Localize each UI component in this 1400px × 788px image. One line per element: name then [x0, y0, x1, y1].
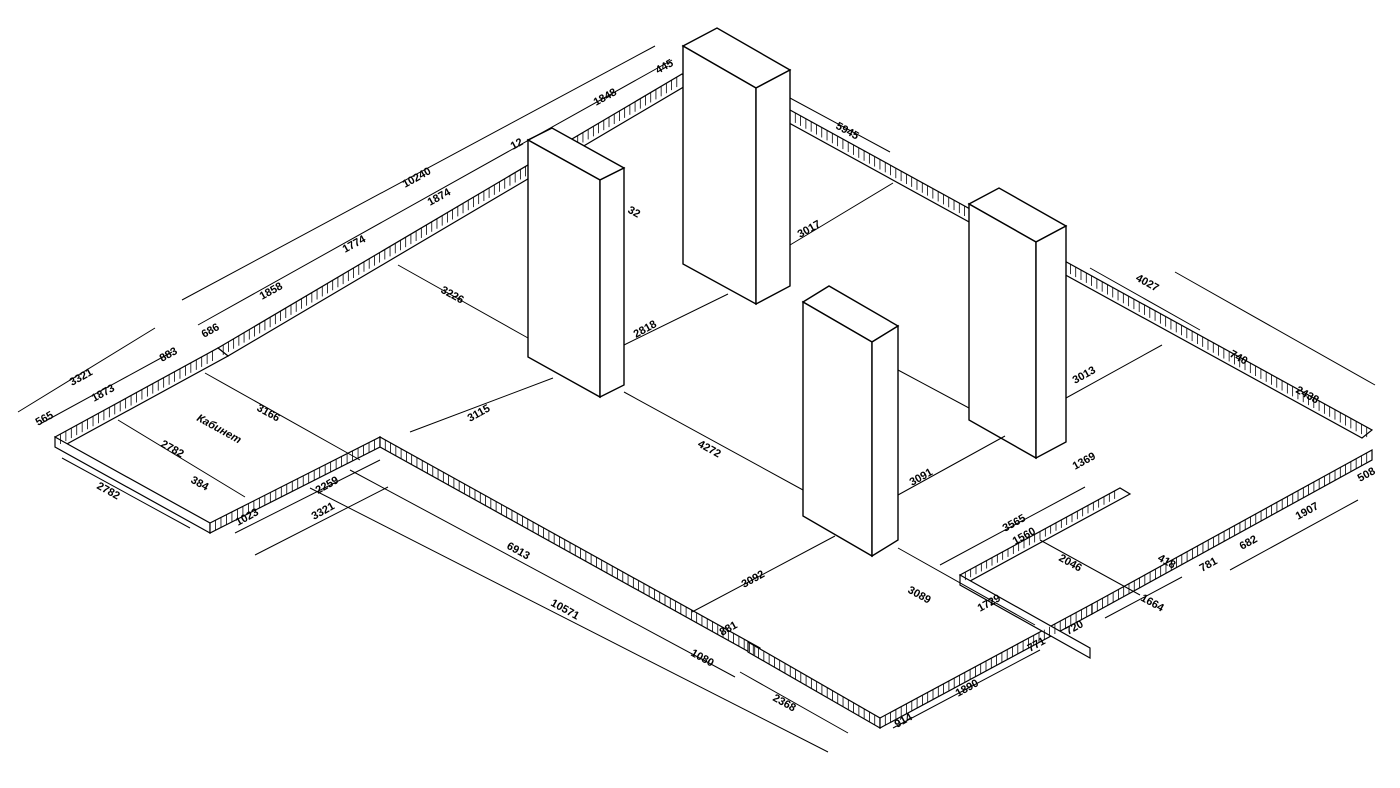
dim-center-a: 3115 [466, 403, 493, 425]
dim-left-seg-2: 883 [158, 345, 180, 364]
dim-br-1907: 1907 [1294, 500, 1321, 522]
dim-room-bottom: 3321 [310, 500, 337, 522]
dim-br-682: 682 [1238, 533, 1260, 552]
column-1 [526, 127, 626, 399]
column-4 [801, 285, 900, 558]
dim-top-small: 12 [509, 136, 526, 152]
dim-center-d: 3091 [908, 466, 935, 488]
wall-bottom-jog [747, 640, 881, 730]
dim-col-gap-b: 2818 [632, 318, 659, 340]
dim-right-outer: 4027 [1134, 272, 1161, 294]
wall-left-room-left [54, 435, 211, 535]
dim-room-small: 384 [189, 474, 212, 494]
dim-top-seg-6: 686 [200, 321, 222, 340]
dim-top-seg-4: 1774 [341, 233, 369, 256]
dim-br-3089: 3089 [906, 584, 933, 606]
column-2 [681, 27, 792, 306]
dim-top-seg-1: 1848 [592, 86, 619, 108]
column-3 [967, 187, 1068, 460]
dim-left-seg-1: 1873 [90, 382, 117, 404]
dim-col-gap-a: 3226 [439, 284, 466, 306]
dim-br-781: 781 [1198, 555, 1220, 574]
wall-right-lower [1091, 448, 1373, 616]
dim-left-seg-3: 565 [34, 409, 56, 428]
dim-bottom-inner: 6913 [505, 540, 532, 562]
dim-center-b: 4272 [696, 438, 723, 460]
dim-center-e: 3092 [740, 568, 767, 590]
dim-top-seg-3: 1874 [426, 186, 454, 209]
dim-br-1369: 1369 [1071, 450, 1098, 472]
dim-top-seg-2: 445 [654, 57, 676, 76]
dim-br-508: 508 [1356, 465, 1378, 484]
dim-room-depth: 3166 [255, 402, 282, 424]
dimension-lines [17, 45, 1376, 753]
dim-top-seg-5: 1858 [258, 280, 285, 302]
dim-room-width: 2782 [159, 438, 186, 460]
dim-top-outer: 10240 [401, 165, 434, 190]
dim-center-c: 3013 [1071, 364, 1098, 386]
dim-bottom-outer: 10571 [549, 597, 582, 622]
dim-bottom-seg: 2368 [771, 692, 798, 714]
dim-col-gap-c: 3017 [796, 218, 823, 240]
wall-inner-room-2 [959, 573, 1091, 660]
dim-col-small: 32 [626, 204, 643, 220]
dim-br-1664: 1664 [1139, 592, 1167, 615]
dim-left-outer: 3321 [68, 366, 95, 388]
dim-room-width-2: 2782 [95, 480, 122, 502]
dim-bottom-small: 1080 [689, 647, 716, 669]
dim-br-2046: 2046 [1057, 552, 1084, 574]
room-label: Кабинет [195, 412, 244, 446]
